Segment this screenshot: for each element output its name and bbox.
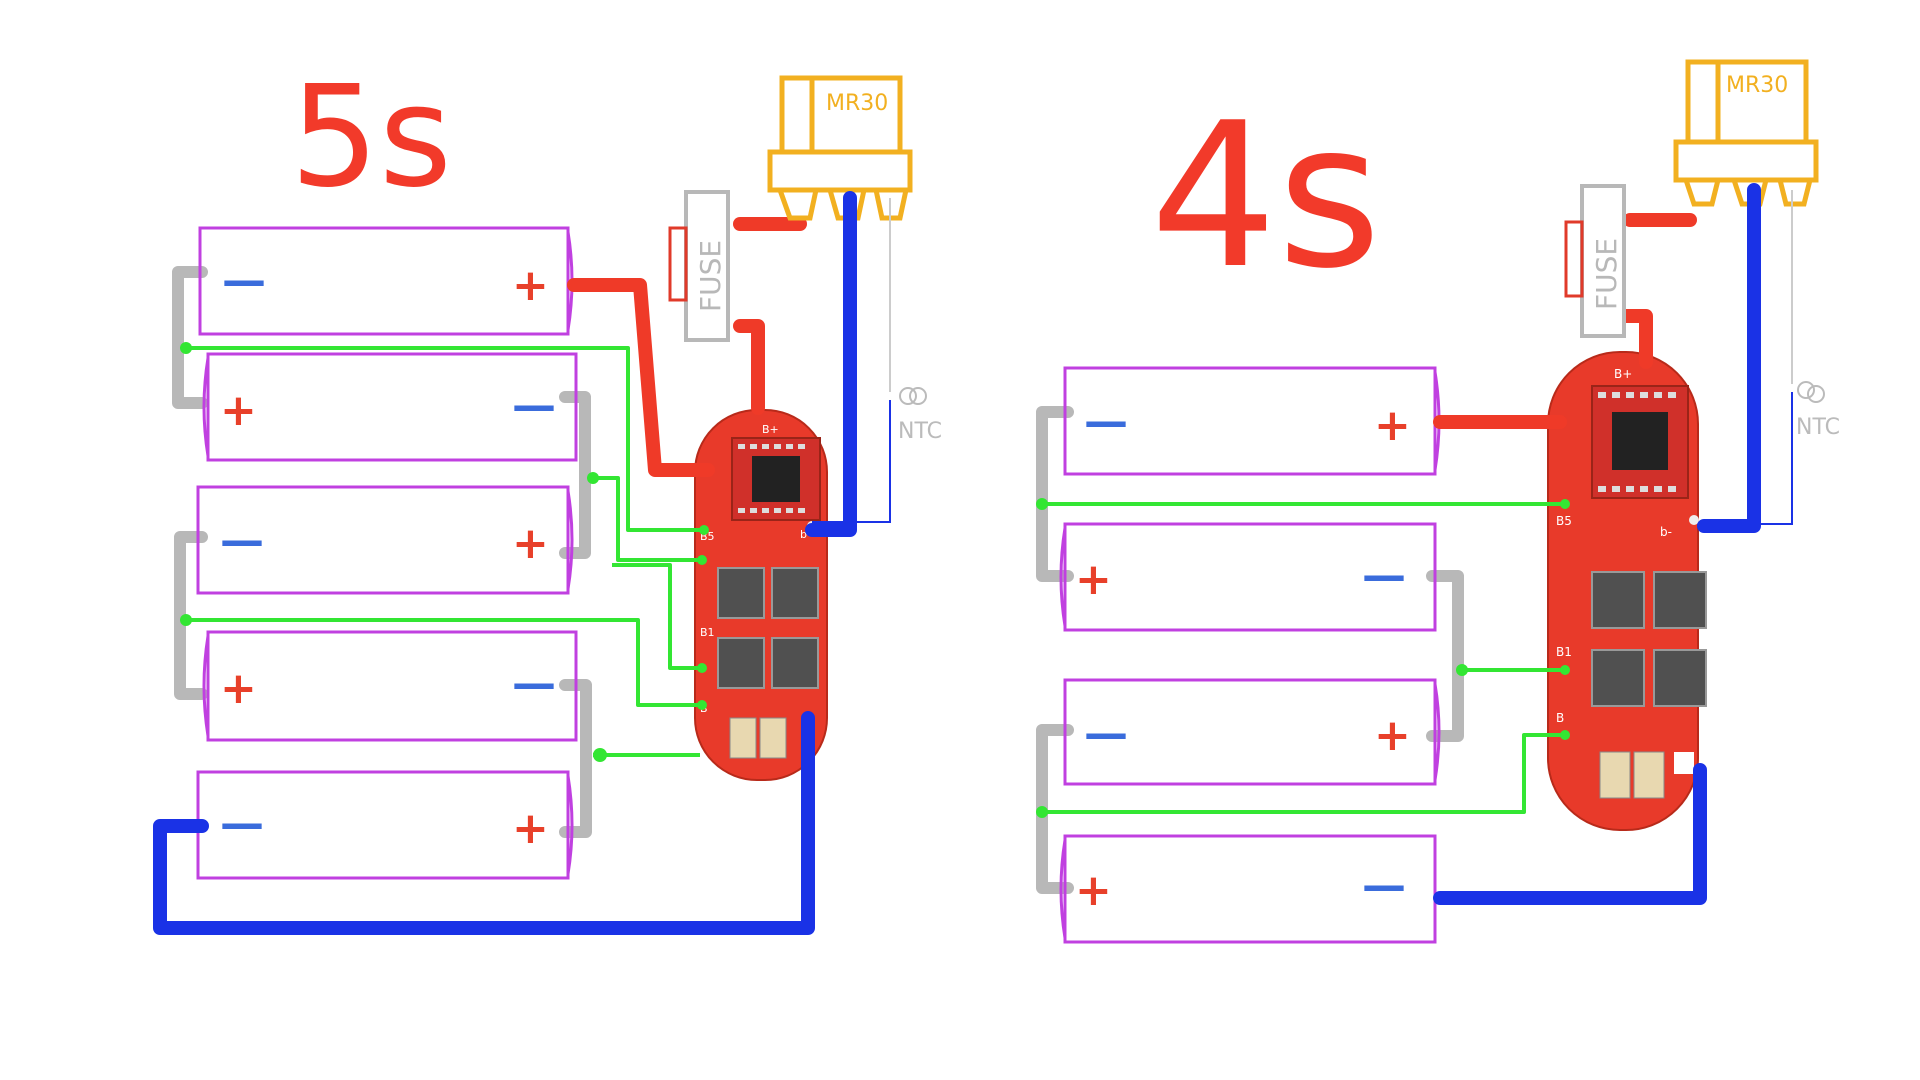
diagram-5s: 5s — + + — — [153, 56, 942, 935]
fuse-5s: FUSE [668, 190, 730, 342]
cell-5s-3 [196, 485, 570, 595]
bms-board-5s: B+ b- B5 B1 B [694, 409, 828, 781]
balance-dots-5s [180, 342, 709, 762]
ntc-sensor-4s: NTC [1704, 190, 1840, 525]
ntc-sensor-5s: NTC [812, 198, 942, 523]
plus-sign: + [1075, 865, 1112, 916]
cell-4s-2 [1063, 522, 1437, 632]
cells-5s [196, 226, 578, 880]
bms-label-bminus: b- [800, 528, 811, 541]
bms-label-bplus: B+ [762, 423, 779, 436]
power-wire-red-5s [567, 217, 807, 477]
mr30-connector-5s: MR30 [767, 75, 913, 221]
plus-sign: + [220, 663, 257, 714]
power-wire-blue-4s [1433, 183, 1761, 905]
fuse-label: FUSE [1590, 238, 1623, 310]
plus-sign: + [512, 260, 549, 311]
plus-sign: + [1374, 710, 1411, 761]
minus-sign: — [1362, 550, 1406, 601]
plus-sign: + [1075, 554, 1112, 605]
minus-sign: — [1362, 860, 1406, 911]
minus-sign: — [1084, 396, 1128, 447]
connector-label: MR30 [826, 91, 888, 116]
cell-5s-1 [198, 226, 570, 336]
balance-wires-5s [186, 346, 706, 757]
bms-label-b: B [1556, 711, 1564, 725]
minus-sign: — [220, 798, 264, 849]
minus-sign: — [512, 658, 556, 709]
bms-label-b1: B1 [700, 626, 715, 639]
bms-label-b1: B1 [1556, 645, 1572, 659]
balance-wires-4s [1042, 502, 1565, 814]
ntc-label: NTC [1796, 415, 1840, 440]
minus-sign: — [220, 515, 264, 566]
cell-4s-3 [1063, 678, 1437, 786]
plus-sign: + [220, 385, 257, 436]
plus-sign: + [512, 518, 549, 569]
title-5s: 5s [290, 56, 452, 219]
minus-sign: — [512, 380, 556, 431]
connector-label: MR30 [1726, 73, 1788, 98]
title-4s: 4s [1150, 80, 1381, 313]
cell-4s-4 [1063, 834, 1437, 944]
diagram-4s: 4s — + + — — + + — [1036, 59, 1840, 944]
minus-sign: — [1084, 708, 1128, 759]
minus-sign: — [222, 255, 266, 306]
bms-label-bplus: B+ [1614, 367, 1632, 381]
power-wire-red-4s [1433, 213, 1697, 429]
cell-5s-2 [206, 352, 578, 462]
plus-sign: + [1374, 400, 1411, 451]
series-links-4s [1036, 406, 1464, 894]
balance-dots-4s [1036, 498, 1570, 818]
bms-board-4s: B+ b- B5 B1 B [1547, 351, 1707, 831]
fuse-label: FUSE [694, 240, 727, 312]
cell-signs-4s: — + + — — + + — [1075, 396, 1411, 916]
cell-5s-4 [206, 630, 578, 742]
cell-signs-5s: — + + — — + + — — + [220, 255, 556, 854]
power-wire-blue-5s [153, 191, 857, 935]
bms-label-b5: B5 [1556, 514, 1572, 528]
plus-sign: + [512, 803, 549, 854]
cell-caps-4s [1059, 371, 1441, 939]
fuse-4s: FUSE [1564, 184, 1626, 338]
ntc-label: NTC [898, 419, 942, 444]
cells-4s [1063, 366, 1437, 944]
bms-label-bminus: b- [1660, 525, 1672, 539]
mr30-connector-4s: MR30 [1673, 59, 1819, 207]
